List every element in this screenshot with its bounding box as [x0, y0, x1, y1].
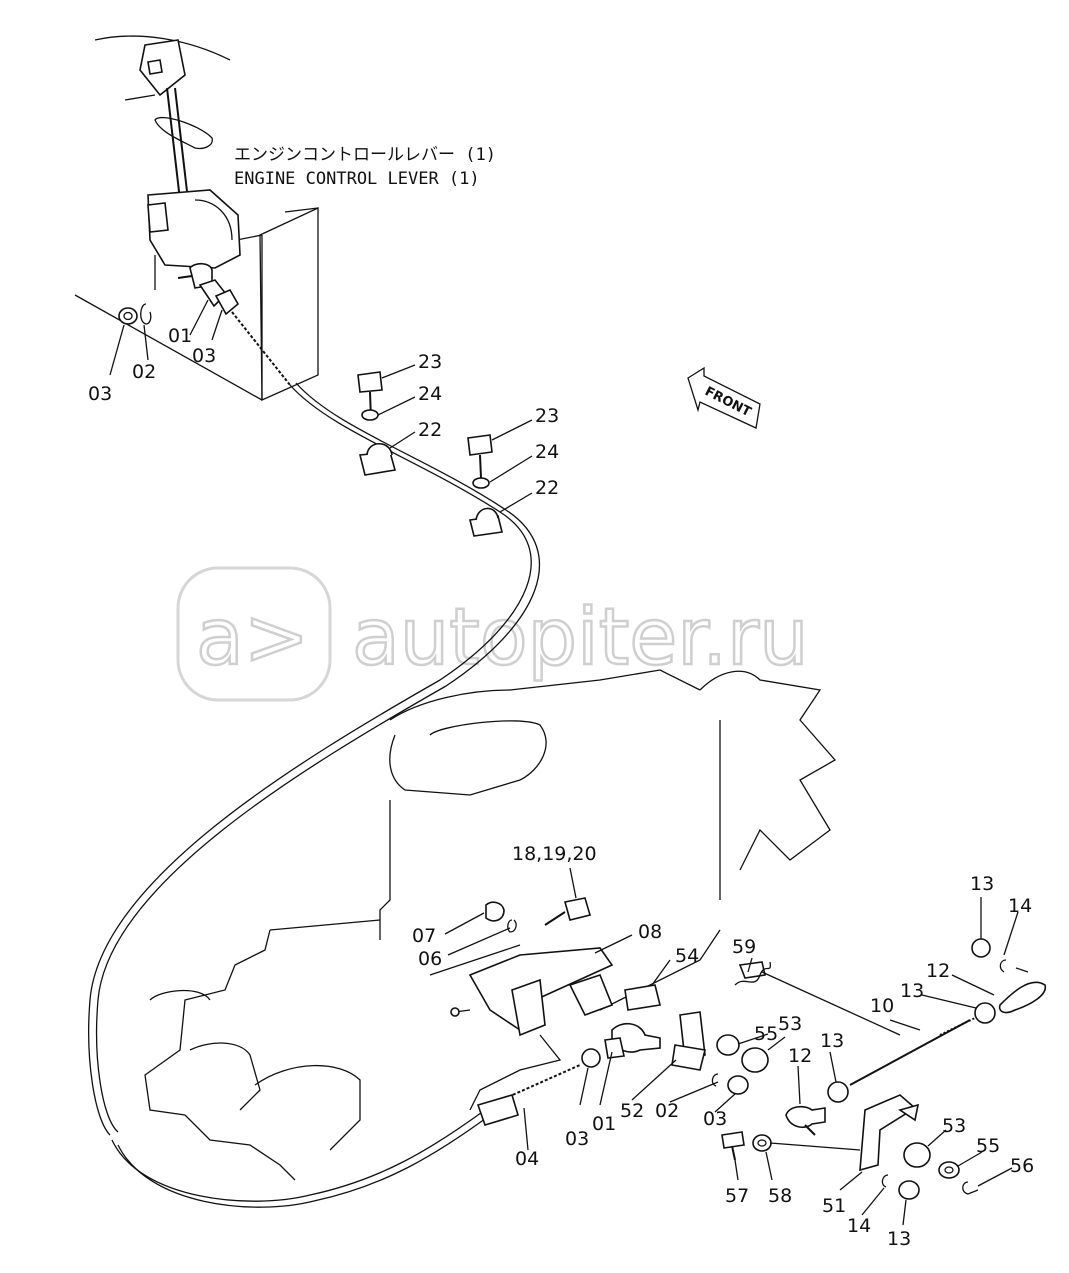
label-02-upper: 02: [132, 361, 156, 383]
label-13-top: 13: [970, 873, 994, 895]
label-23-second: 23: [535, 405, 559, 427]
label-22-first: 22: [418, 419, 442, 441]
linkage-assembly: [476, 938, 1046, 1200]
label-23-first: 23: [418, 351, 442, 373]
label-14-bottom: 14: [847, 1215, 871, 1237]
label-57: 57: [725, 1185, 749, 1207]
label-07: 07: [412, 925, 436, 947]
label-22-second: 22: [535, 477, 559, 499]
label-06: 06: [418, 948, 442, 970]
engine-control-lever: [139, 39, 241, 289]
title-jp: エンジンコントロールレバー (1): [234, 145, 496, 165]
label-24-second: 24: [535, 441, 559, 463]
label-55-left: 55: [754, 1023, 778, 1045]
bracket-assembly: [450, 897, 614, 1037]
label-13-right: 13: [900, 980, 924, 1002]
label-01-lower: 01: [592, 1113, 616, 1135]
title-en: ENGINE CONTROL LEVER (1): [234, 169, 480, 189]
label-13-bottom: 13: [887, 1228, 911, 1250]
label-14-top: 14: [1008, 895, 1032, 917]
label-53-right: 53: [942, 1115, 966, 1137]
clamp-assembly-1: [357, 371, 397, 476]
label-01-upper: 01: [168, 325, 192, 347]
label-03-lower: 03: [565, 1128, 589, 1150]
label-02-lower: 02: [655, 1100, 679, 1122]
label-10: 10: [870, 995, 894, 1017]
label-56: 56: [1010, 1155, 1034, 1177]
label-58: 58: [768, 1185, 792, 1207]
label-53-left: 53: [778, 1013, 802, 1035]
label-54: 54: [675, 945, 699, 967]
label-03-upper: 03: [192, 345, 216, 367]
watermark-text: autopiter.ru: [352, 593, 809, 683]
label-51: 51: [822, 1195, 846, 1217]
label-52: 52: [620, 1100, 644, 1122]
label-55-right: 55: [976, 1135, 1000, 1157]
label-03-left: 03: [88, 383, 112, 405]
label-59: 59: [732, 936, 756, 958]
label-18-19-20: 18,19,20: [512, 843, 597, 865]
label-12-right: 12: [926, 960, 950, 982]
control-cable: [88, 311, 541, 1208]
watermark: a> autopiter.ru: [176, 566, 810, 702]
label-12-lower: 12: [788, 1045, 812, 1067]
label-08: 08: [638, 921, 662, 943]
leader-lines: [109, 299, 1019, 1226]
label-04: 04: [515, 1148, 539, 1170]
clamp-assembly-2: [467, 434, 503, 537]
watermark-icon: a>: [196, 593, 309, 683]
label-24-first: 24: [418, 383, 442, 405]
part-labels: 01 03 03 02 23 24 22 23 24 22 18,19,20 0…: [88, 325, 1034, 1250]
label-03-bottom: 03: [703, 1108, 727, 1130]
engine-outline: [144, 669, 837, 1181]
front-arrow-icon: FRONT: [687, 366, 761, 429]
label-13-mid: 13: [820, 1030, 844, 1052]
upper-joint-parts: [118, 279, 240, 325]
